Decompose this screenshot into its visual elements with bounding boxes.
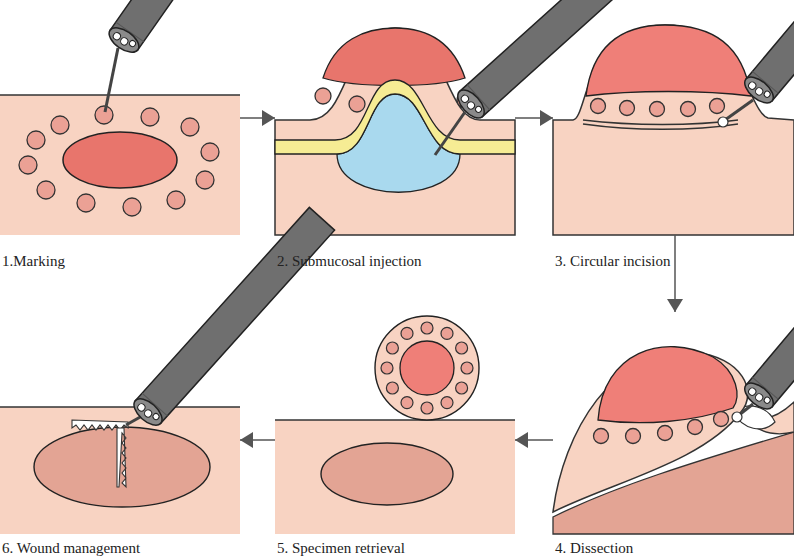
step-caption: 4. Dissection [555, 539, 633, 557]
dissection-panel [553, 186, 794, 534]
step-caption: 5. Specimen retrieval [277, 539, 405, 557]
step-panel: 4. Dissection [553, 312, 794, 534]
step-caption: 2. Submucosal injection [277, 252, 422, 270]
step-caption: 6. Wound management [2, 539, 140, 557]
step-arrow [240, 432, 275, 448]
marking-panel [0, 0, 287, 235]
step-arrow [240, 110, 275, 126]
step-arrow [667, 235, 683, 312]
step-panel: 5. Specimen retrieval [275, 312, 515, 534]
step-caption: 1.Marking [2, 252, 65, 270]
step-panel: 6. Wound management [0, 312, 240, 534]
step-panel: 1.Marking [0, 0, 240, 235]
step-panel: 2. Submucosal injection [275, 0, 515, 235]
step-caption: 3. Circular incision [555, 252, 670, 270]
retrieval-panel [275, 316, 515, 534]
step-arrow [515, 110, 553, 126]
step-arrow [515, 432, 553, 448]
step-panel: 3. Circular incision [553, 0, 794, 235]
incision-panel [553, 0, 794, 235]
